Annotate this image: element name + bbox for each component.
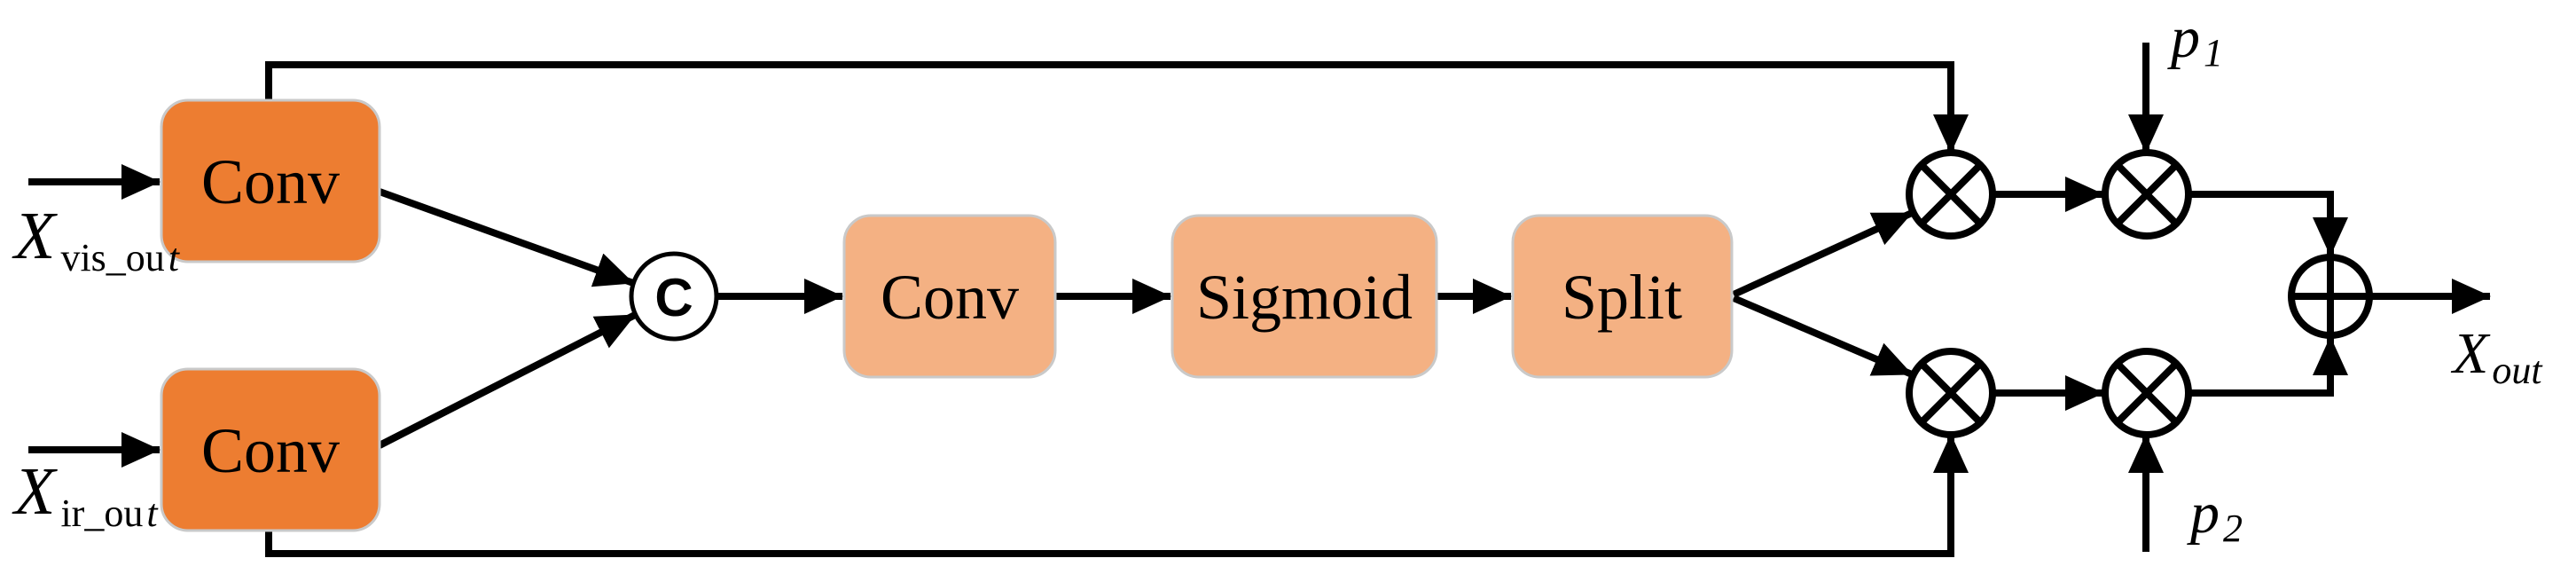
label-x-vis-base: X bbox=[12, 199, 58, 273]
conv-ir-block: Conv bbox=[160, 367, 381, 532]
label-x-out: X out bbox=[2450, 321, 2543, 392]
multiply-bottom-to-add-line bbox=[2189, 336, 2348, 397]
split-to-multiply-bottom-line bbox=[1732, 295, 1914, 378]
label-x-out-sub: out bbox=[2492, 349, 2543, 392]
label-x-out-base: X bbox=[2450, 321, 2491, 386]
add-cross bbox=[2291, 257, 2369, 335]
label-p2-base: p bbox=[2187, 481, 2220, 546]
multiply-top-1-icon bbox=[1909, 153, 1993, 236]
label-x-vis-out: X vis_ou t bbox=[12, 199, 181, 279]
multiply-top-2-icon bbox=[2105, 153, 2188, 236]
conv-vis-block: Conv bbox=[160, 98, 381, 263]
concat-circle bbox=[629, 251, 719, 342]
sigmoid-label: Sigmoid bbox=[1196, 262, 1413, 333]
multiply-bottom-2-icon bbox=[2105, 351, 2188, 435]
split-to-multiply-top-line bbox=[1732, 209, 1914, 298]
conv-fuse-block: Conv bbox=[842, 214, 1057, 379]
label-x-ir-out: X ir_ou t bbox=[12, 454, 159, 535]
concat-op: C bbox=[629, 251, 719, 342]
multiply-top-to-add-line bbox=[2189, 191, 2348, 256]
label-x-ir-base: X bbox=[12, 454, 58, 529]
label-p2-sub: 2 bbox=[2223, 507, 2243, 550]
split-label: Split bbox=[1562, 262, 1682, 333]
label-p1: p 1 bbox=[2167, 5, 2223, 75]
label-x-ir-sub-tail: t bbox=[146, 491, 159, 535]
add-icon bbox=[2288, 254, 2373, 339]
multiply-bottom-1-icon bbox=[1909, 351, 1993, 435]
conv-vis-label: Conv bbox=[201, 146, 340, 217]
conv-vis-to-concat-line bbox=[378, 188, 635, 287]
label-x-ir-sub: ir_ou bbox=[60, 491, 143, 535]
split-box bbox=[1511, 214, 1734, 379]
split-block: Split bbox=[1511, 214, 1734, 379]
conv-ir-box bbox=[160, 367, 381, 532]
sigmoid-box bbox=[1171, 214, 1438, 379]
label-x-vis-sub-tail: t bbox=[168, 236, 181, 279]
label-p2: p 2 bbox=[2187, 481, 2243, 550]
label-x-vis-sub: vis_ou bbox=[60, 236, 164, 279]
label-p1-sub: 1 bbox=[2204, 31, 2223, 75]
sigmoid-block: Sigmoid bbox=[1171, 214, 1438, 379]
label-p1-base: p bbox=[2167, 5, 2200, 70]
conv-vis-box bbox=[160, 98, 381, 263]
conv-fuse-box bbox=[842, 214, 1057, 379]
skip-connection-bottom-line bbox=[265, 434, 1969, 557]
conv-ir-label: Conv bbox=[201, 415, 340, 486]
concat-label: C bbox=[654, 268, 693, 327]
conv-ir-to-concat-line bbox=[378, 311, 637, 449]
conv-fuse-label: Conv bbox=[881, 262, 1019, 333]
skip-connection-top-line bbox=[265, 61, 1969, 153]
